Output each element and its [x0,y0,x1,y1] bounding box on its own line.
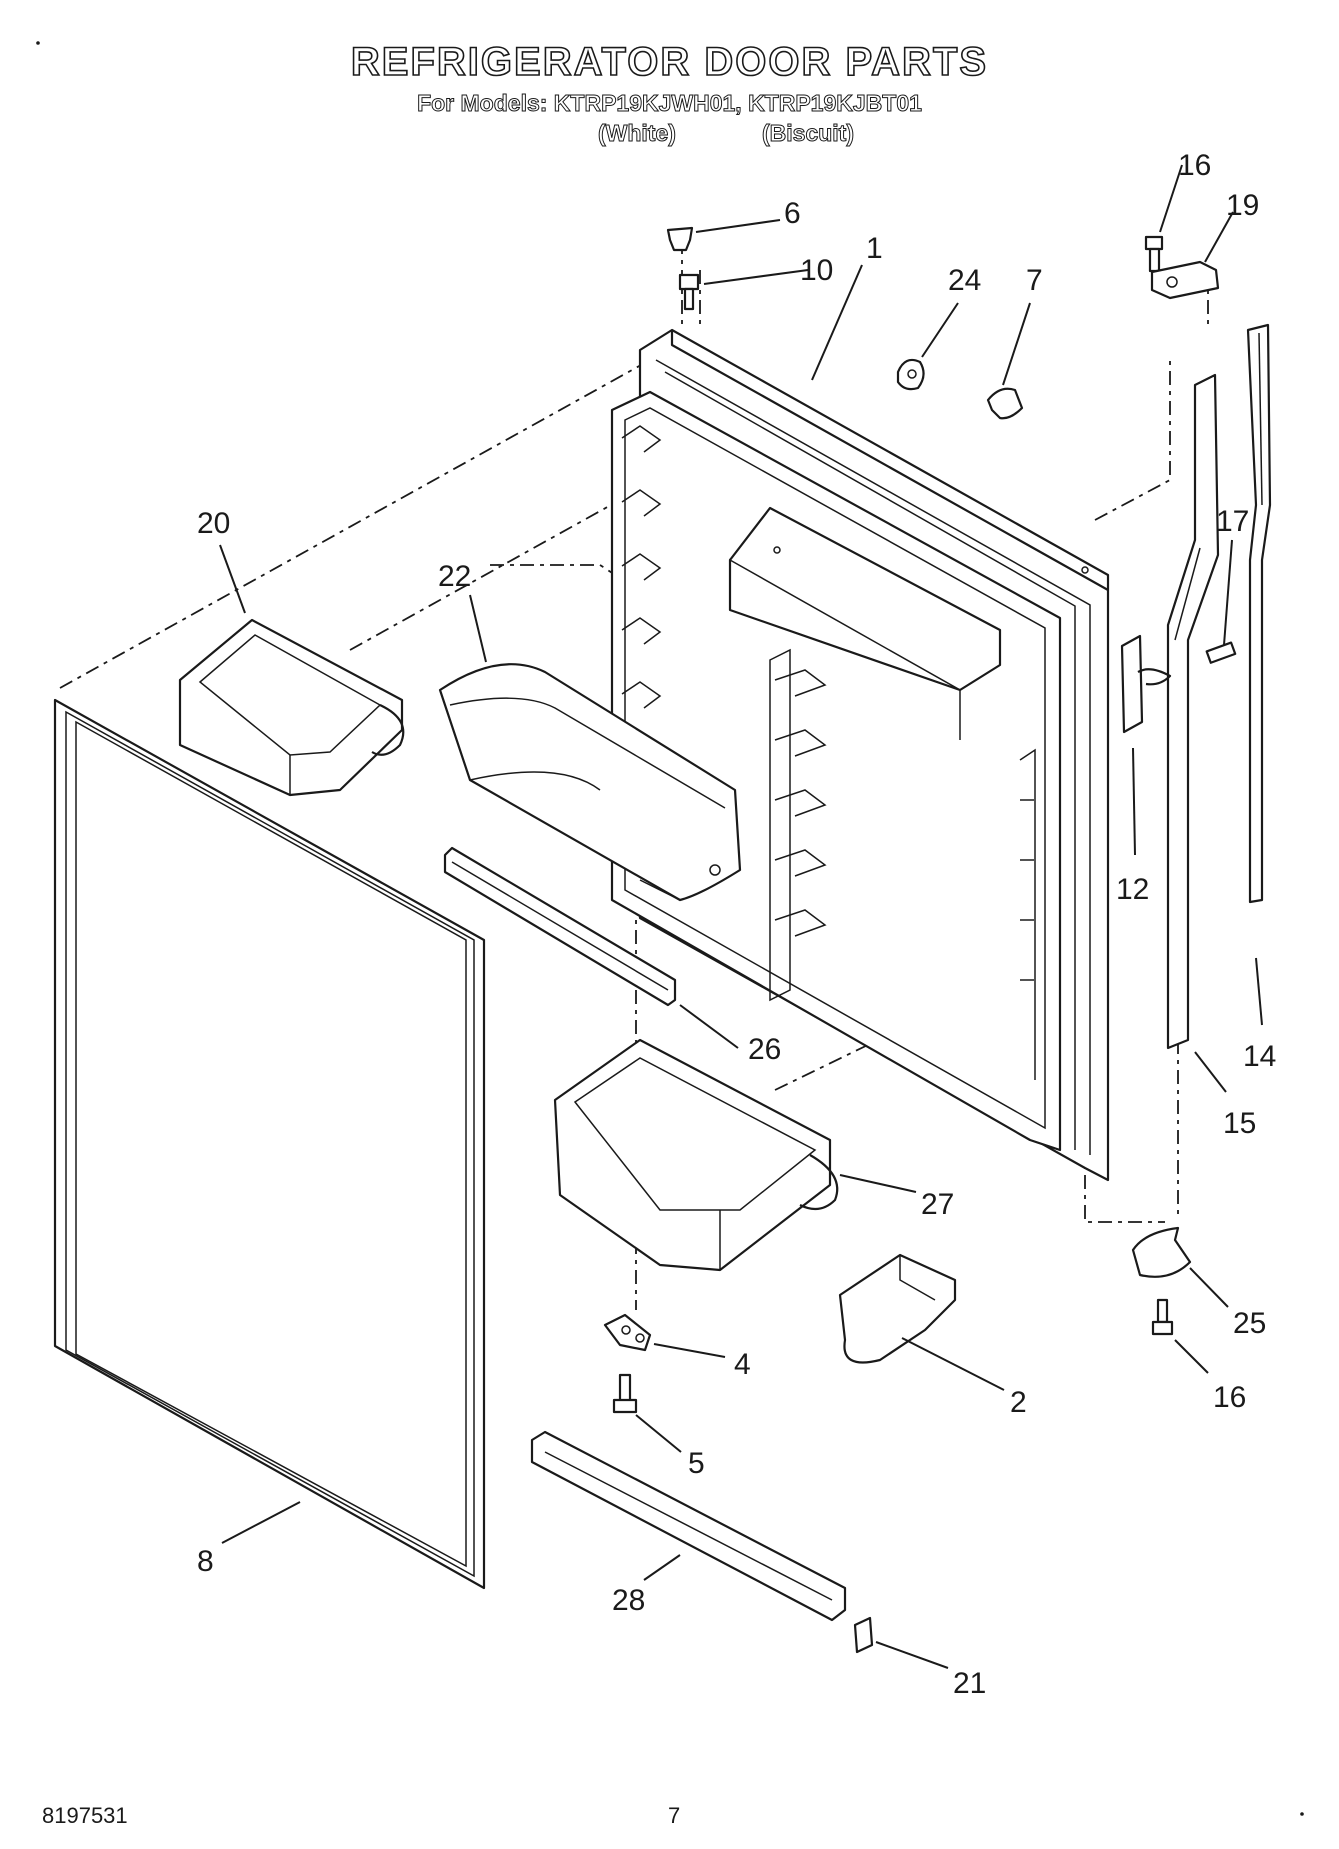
cap-part-24 [896,358,925,391]
callout-24: 24 [948,264,981,297]
callout-19: 19 [1226,189,1259,222]
dairy-door-part-22 [438,663,742,902]
callout-22: 22 [438,560,471,593]
hinge-plate-part-4 [603,1313,652,1352]
callout-5: 5 [688,1447,705,1480]
callout-16-top: 16 [1178,149,1211,182]
callout-7: 7 [1026,264,1043,297]
callout-21: 21 [953,1667,986,1700]
callout-25: 25 [1233,1307,1266,1340]
callout-14: 14 [1243,1040,1276,1073]
bottom-hinge-part-25 [1131,1226,1192,1278]
document-number: 8197531 [42,1803,128,1828]
rail-strip-part-26 [443,846,677,1007]
callout-28: 28 [612,1584,645,1617]
callout-6: 6 [784,197,801,230]
screw-part-16-bottom [1151,1298,1174,1336]
door-liner-part-1 [610,328,1110,1182]
callout-20: 20 [197,507,230,540]
page-number: 7 [668,1803,681,1828]
top-hinge-part-19 [1150,260,1220,300]
plug-part-7 [986,387,1024,420]
callout-27: 27 [921,1188,954,1221]
screw-part-16-top [1144,235,1164,273]
callout-10: 10 [800,254,833,287]
end-cap-part-21 [853,1616,874,1654]
door-gasket-part-8 [53,698,486,1590]
handle-trim-part-15 [1166,373,1220,1050]
screw-part-5 [612,1373,638,1414]
handle-part-14 [1246,323,1272,904]
bottom-trim-part-28 [530,1430,847,1622]
callout-labels: 1 2 4 5 6 7 8 10 12 14 15 16 16 17 19 20… [197,149,1276,1700]
door-bin-part-20 [178,618,405,797]
callout-17: 17 [1216,505,1249,538]
callout-1: 1 [866,232,883,265]
liner-right-rail [1019,748,1036,1080]
callout-4: 4 [734,1348,751,1381]
finish-white-label: (White) [598,120,677,147]
bracket-part-2 [838,1253,957,1364]
plug-part-6 [666,226,694,252]
handle-clip-part-12 [1120,634,1172,734]
screw-part-10 [678,273,700,311]
finish-biscuit-label: (Biscuit) [762,120,855,147]
callout-12: 12 [1116,873,1149,906]
callout-15: 15 [1223,1107,1256,1140]
callout-26: 26 [748,1033,781,1066]
callout-2: 2 [1010,1386,1027,1419]
callout-8: 8 [197,1545,214,1578]
door-bin-part-27 [553,1038,839,1272]
page-title: REFRIGERATOR DOOR PARTS [350,39,989,85]
leader-lines [219,164,1263,1669]
callout-16-bottom: 16 [1213,1381,1246,1414]
model-numbers: For Models: KTRP19KJWH01, KTRP19KJBT01 [417,90,923,117]
liner-center-rail [769,648,827,1002]
screw-part-17 [1205,641,1237,664]
